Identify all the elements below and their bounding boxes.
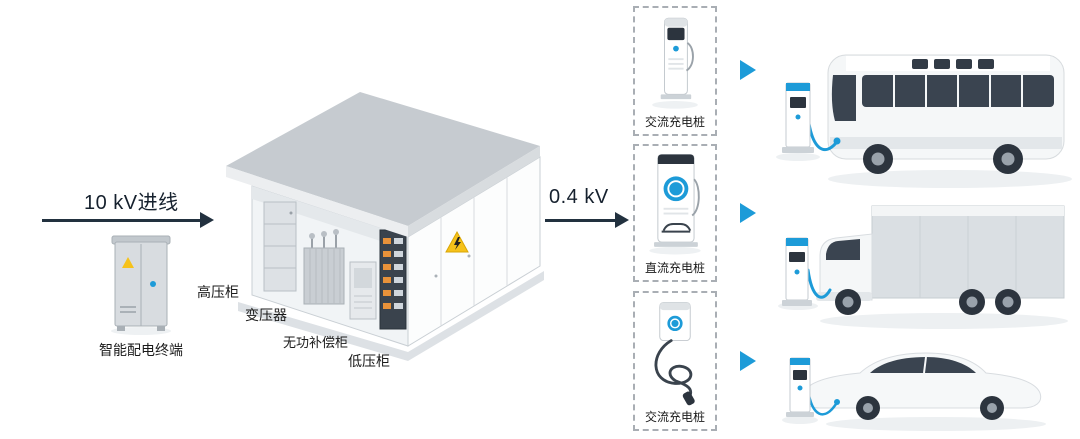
warning-sign-icon (445, 230, 469, 253)
wall-ac-charger-icon (654, 302, 695, 406)
outgoing-arrow (545, 211, 629, 229)
ac-charging-pile-icon (652, 17, 698, 109)
charger-box-ac-2: 交流充电桩 (633, 291, 717, 431)
low-voltage-cabinet-icon (379, 229, 407, 330)
outgoing-arrow-shaft (545, 218, 615, 222)
label-high-voltage-cabinet: 高压柜 (197, 284, 239, 300)
incoming-line-label: 10 kV进线 (84, 192, 179, 214)
high-voltage-cabinet-icon (263, 201, 297, 292)
outgoing-arrowhead-icon (615, 212, 629, 228)
pointer-triangle-car-icon (740, 351, 756, 371)
charger-box-2-label: 直流充电桩 (644, 261, 705, 275)
car-charging-pile-icon (786, 357, 814, 417)
bus-charging-pile-icon (782, 82, 814, 153)
label-transformer: 变压器 (245, 307, 287, 323)
dc-charging-pile-icon (649, 154, 701, 255)
outgoing-line-label: 0.4 kV (549, 186, 609, 208)
distribution-terminal-icon (111, 235, 171, 335)
truck-charging-pile-icon (782, 237, 812, 306)
transformer-icon (303, 229, 345, 305)
charger-box-3-label: 交流充电桩 (644, 410, 705, 424)
incoming-arrowhead-icon (200, 212, 214, 228)
pointer-triangle-bus-icon (740, 60, 756, 80)
pointer-triangle-truck-icon (740, 203, 756, 223)
label-low-voltage-cabinet: 低压柜 (348, 353, 390, 369)
charger-box-1-label: 交流充电桩 (644, 115, 705, 129)
incoming-arrow (42, 211, 214, 229)
electric-truck-illustration (778, 205, 1068, 329)
distribution-terminal-label: 智能配电终端 (99, 342, 183, 358)
substation-building-illustration (226, 92, 544, 361)
electric-car-illustration (782, 352, 1046, 431)
charger-box-dc: 直流充电桩 (633, 144, 717, 282)
electric-bus-illustration (776, 54, 1072, 188)
label-reactive-compensation-cabinet: 无功补偿柜 (283, 335, 349, 350)
reactive-compensation-cabinet-icon (349, 261, 377, 320)
incoming-arrow-shaft (42, 218, 200, 222)
charger-box-ac-1: 交流充电桩 (633, 6, 717, 136)
